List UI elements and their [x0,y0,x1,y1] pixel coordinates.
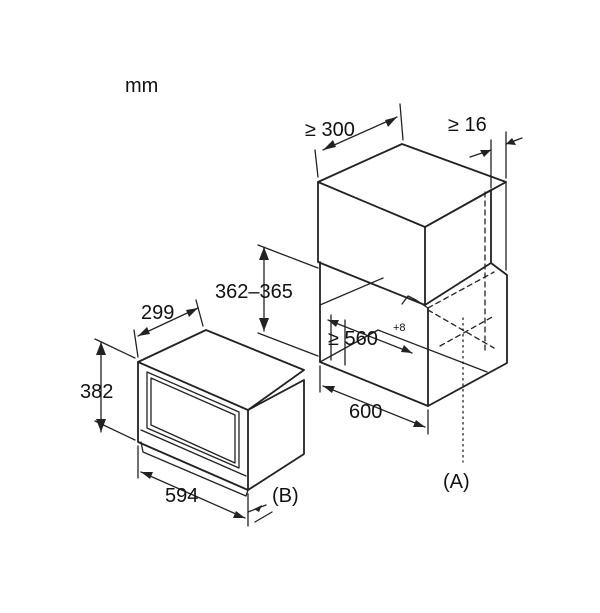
dimension-side-clearance: ≥ 16 [448,114,523,189]
marker-a-group: (A) [443,317,470,493]
dimension-appliance-depth: 299 [133,299,204,358]
dimension-appliance-width: 594 [137,445,273,527]
dimension-cabinet-depth: ≥ 300 [305,103,404,178]
dimension-appliance-depth-label: 299 [141,302,174,324]
units-label: mm [125,75,158,97]
dimension-opening-depth: ≥ 560 +8 [327,319,413,354]
dimension-opening-width-label: 600 [349,401,382,423]
marker-b: (B) [272,485,299,507]
dimension-appliance-width-label: 594 [165,485,198,507]
dimension-cabinet-depth-label: ≥ 300 [305,119,355,141]
cabinet-outline [317,143,508,407]
dimension-side-clearance-label: ≥ 16 [448,114,487,136]
dimension-appliance-height: 382 [80,338,136,441]
dimension-opening-depth-tolerance: +8 [393,322,406,334]
dimension-opening-depth-label: ≥ 560 [328,328,378,350]
dimension-opening-height-label: 362–365 [215,281,293,303]
dimension-opening-height: 362–365 [215,244,319,357]
dimension-opening-width: 600 [319,365,429,435]
marker-a: (A) [443,471,470,493]
dimension-appliance-height-label: 382 [80,381,113,403]
appliance-outline [137,329,305,497]
